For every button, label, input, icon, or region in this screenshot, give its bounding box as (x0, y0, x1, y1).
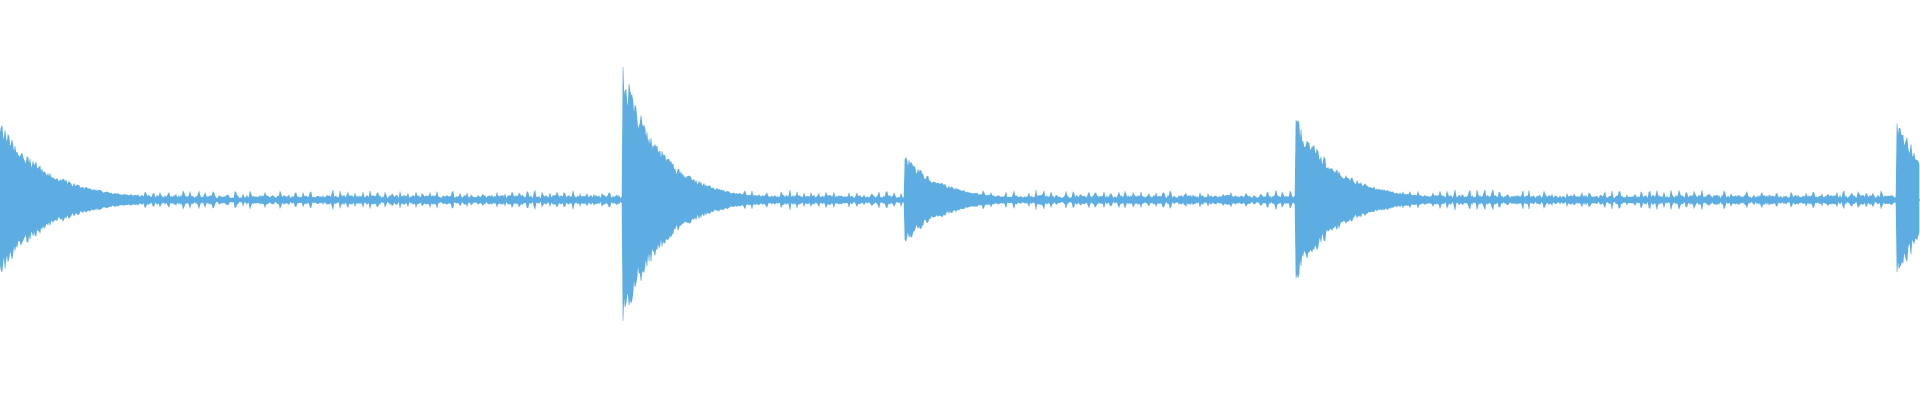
waveform-peaks (0, 66, 1920, 321)
waveform-envelope (0, 66, 1920, 321)
